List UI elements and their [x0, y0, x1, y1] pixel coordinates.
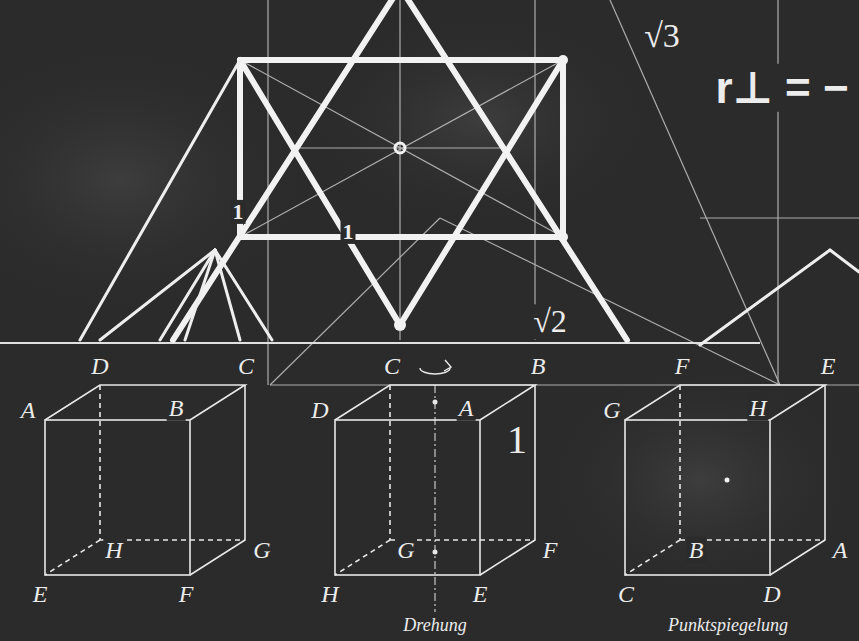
center-point: [725, 478, 730, 483]
dimension-label: √3: [642, 17, 682, 54]
vertex-label: D: [89, 353, 110, 379]
cube-rotation: [335, 360, 535, 612]
chalk-smudge: [0, 40, 320, 320]
vertex-dot: [558, 55, 568, 65]
thin-construction-lines: [240, 0, 859, 385]
vertex-label: G: [251, 537, 272, 563]
vertex-label: B: [167, 395, 186, 421]
vertex-label: F: [541, 537, 560, 563]
vertex-label: H: [103, 537, 124, 563]
vertex-label: H: [747, 395, 768, 421]
dimension-label: √2: [531, 304, 569, 339]
vertex-label: B: [687, 537, 706, 563]
center-dot: [395, 143, 405, 153]
vertex-label: B: [529, 353, 548, 379]
hexagram-star: [173, 0, 627, 340]
vertex-label: C: [236, 353, 256, 379]
vertex-label: A: [831, 537, 850, 563]
vertex-label: F: [177, 581, 196, 607]
vertex-label: C: [616, 581, 636, 607]
axis-point: [433, 550, 438, 555]
vertex-label: A: [457, 395, 476, 421]
vertex-label: E: [819, 353, 838, 379]
cube-point-reflection: [625, 385, 825, 575]
vertex-label: G: [601, 397, 622, 423]
vertex-label: E: [471, 581, 490, 607]
vertex-label: C: [382, 353, 402, 379]
vertex-label: G: [395, 537, 416, 563]
vertex-label: A: [19, 397, 38, 423]
edge-length: 1: [341, 220, 356, 244]
vertex-label: D: [309, 397, 330, 423]
side-lines: [80, 60, 859, 345]
cube-left: [45, 385, 245, 575]
ground-line: [0, 342, 760, 344]
caption-label: Punktspiegelung: [666, 616, 790, 636]
vertex-label: E: [31, 581, 50, 607]
vertex-label: F: [673, 353, 692, 379]
vertex-dot: [394, 319, 406, 331]
edge-length: 1: [231, 200, 246, 224]
vertex-dot: [558, 232, 568, 242]
chalk-smudge: [540, 360, 859, 600]
axis-point: [433, 400, 438, 405]
edge-length: 1: [505, 418, 529, 462]
caption-label: Drehung: [401, 616, 468, 636]
vertex-label: D: [761, 581, 782, 607]
vertex-label: H: [319, 581, 340, 607]
formula: r⊥ = −: [713, 64, 850, 112]
